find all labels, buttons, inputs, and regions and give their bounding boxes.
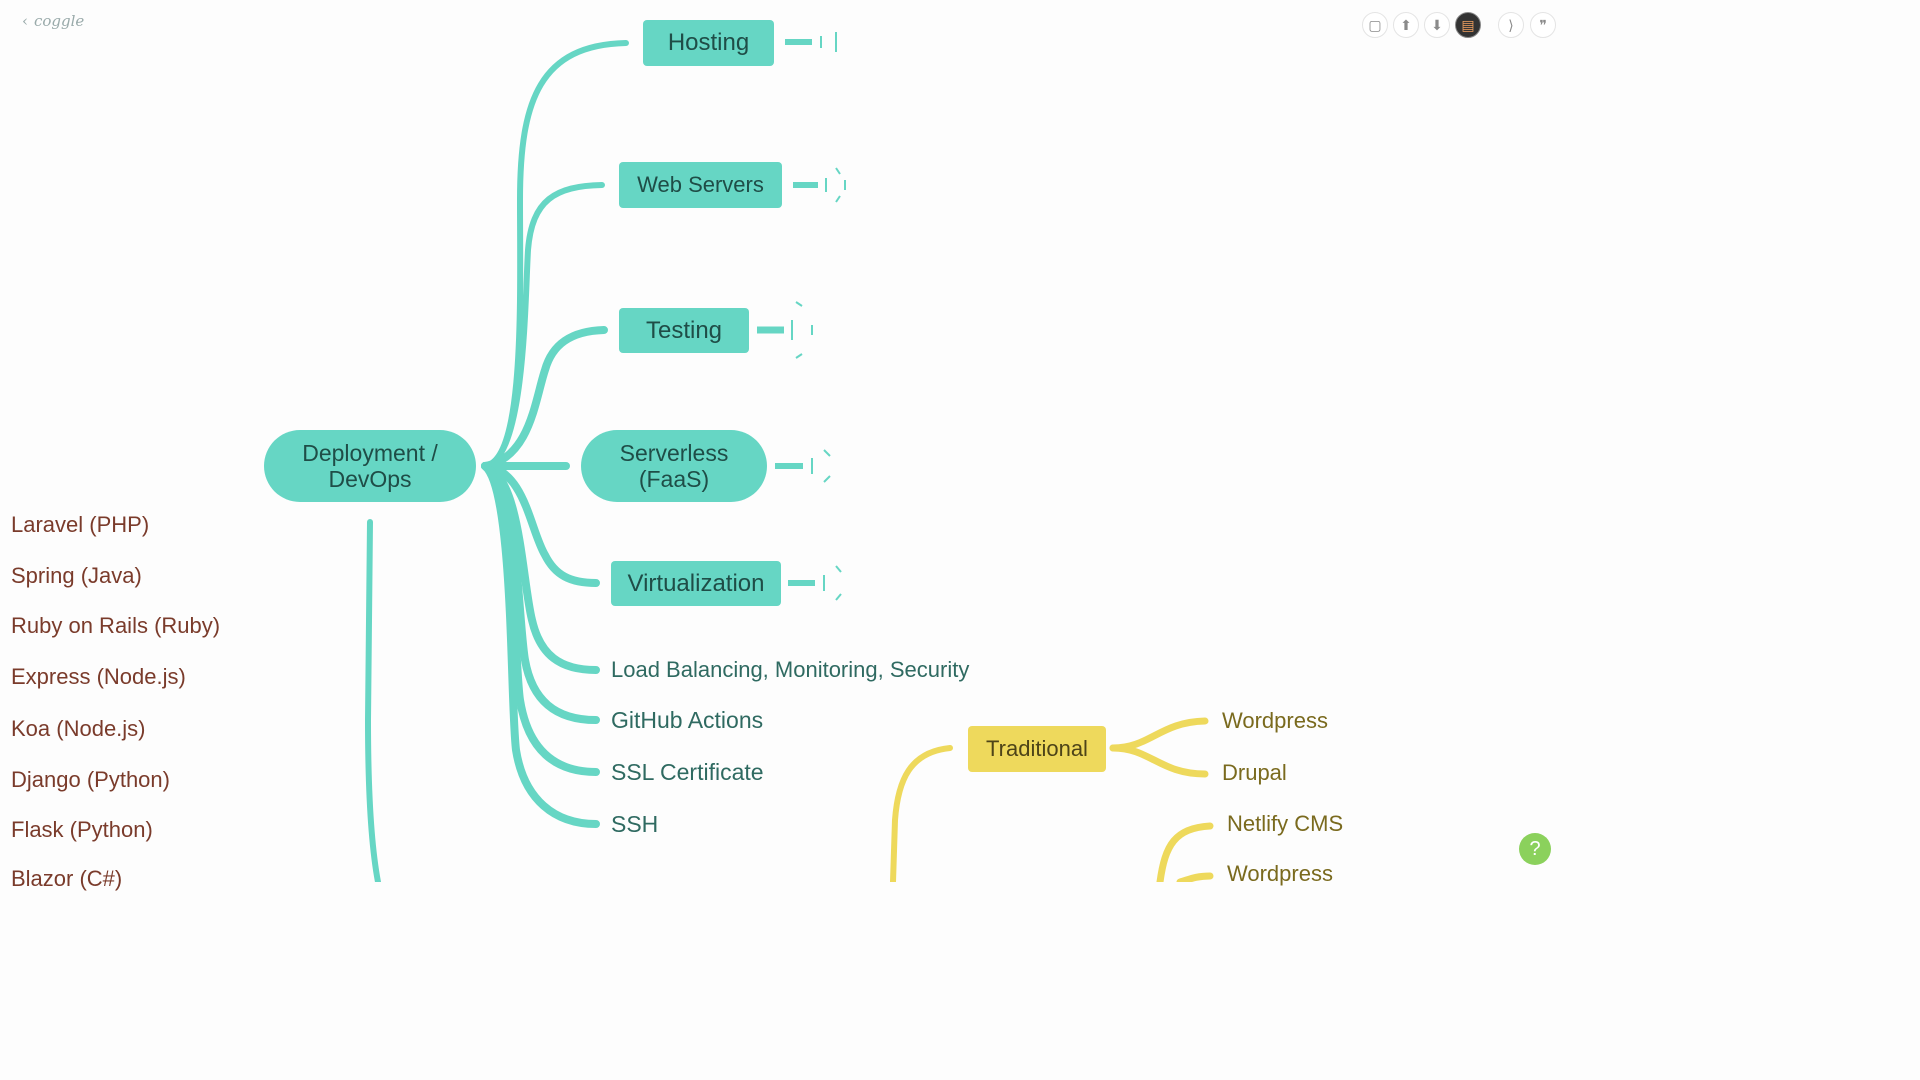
framework-item[interactable]: Blazor (C#)	[11, 866, 123, 891]
upload-icon: ⬆	[1400, 16, 1412, 33]
node-label: Hosting	[667, 29, 750, 56]
node-virtualization[interactable]: Virtualization	[611, 561, 781, 606]
branch-headless-wordpress	[1176, 872, 1214, 882]
present-button[interactable]: ▢	[1362, 12, 1388, 38]
present-icon: ▢	[1368, 16, 1382, 33]
leaf-load-balancing[interactable]: Load Balancing, Monitoring, Security	[611, 657, 970, 682]
framework-item[interactable]: Ruby on Rails (Ruby)	[11, 613, 221, 638]
node-serverless[interactable]: Serverless (FaaS)	[581, 430, 767, 502]
root-label: Deployment / DevOps	[302, 440, 438, 492]
branch-testing	[481, 326, 608, 470]
branch-hosting	[482, 40, 629, 469]
leaf-drupal[interactable]: Drupal	[1222, 760, 1287, 785]
node-label: Traditional	[986, 736, 1088, 761]
comment-icon: ❞	[1539, 16, 1547, 33]
download-icon: ⬇	[1431, 16, 1443, 33]
leaf-netlify-cms[interactable]: Netlify CMS	[1227, 811, 1344, 836]
node-testing[interactable]: Testing	[619, 308, 749, 353]
upload-button[interactable]: ⬆	[1393, 12, 1419, 38]
node-hosting[interactable]: Hosting	[643, 20, 774, 66]
branch-web-servers	[482, 182, 605, 469]
branch-traditional-wordpress	[1109, 717, 1209, 752]
history-button[interactable]: ⟩	[1498, 12, 1524, 38]
branch-ssh	[481, 462, 600, 828]
leaf-ssl-certificate[interactable]: SSL Certificate	[611, 759, 764, 785]
comment-button[interactable]: ❞	[1530, 12, 1556, 38]
root-node[interactable]: Deployment / DevOps	[264, 430, 476, 502]
branch-cms-main	[890, 745, 953, 882]
branch-virtualization	[481, 462, 600, 587]
branch-load-balancing	[481, 462, 600, 674]
help-icon: ?	[1529, 837, 1541, 860]
framework-item[interactable]: Laravel (PHP)	[11, 512, 150, 537]
framework-item[interactable]: Koa (Node.js)	[11, 716, 146, 741]
leaf-wordpress-headless[interactable]: Wordpress	[1227, 861, 1333, 886]
branch-traditional-drupal	[1109, 744, 1209, 778]
logo-text: coggle	[34, 12, 85, 30]
back-chevron-icon: ‹	[22, 12, 28, 30]
avatar-button[interactable]: ▤	[1455, 12, 1481, 38]
node-label: Serverless (FaaS)	[619, 440, 729, 492]
node-label: Virtualization	[627, 569, 765, 597]
framework-item[interactable]: Express (Node.js)	[11, 664, 186, 689]
branch-lines	[364, 32, 1214, 882]
avatar-icon: ▤	[1461, 16, 1475, 33]
help-button[interactable]: ?	[1519, 833, 1551, 865]
node-web-servers[interactable]: Web Servers	[619, 162, 782, 208]
branch-frameworks	[364, 519, 381, 882]
framework-item[interactable]: Flask (Python)	[11, 817, 153, 842]
coggle-logo[interactable]: ‹ coggle	[22, 12, 84, 30]
leaf-ssh[interactable]: SSH	[611, 811, 659, 837]
collapsed-markers	[757, 32, 846, 601]
history-icon: ⟩	[1508, 16, 1514, 33]
leaf-wordpress[interactable]: Wordpress	[1222, 708, 1328, 733]
node-traditional[interactable]: Traditional	[968, 726, 1106, 772]
framework-item[interactable]: Spring (Java)	[11, 563, 142, 588]
branch-headless-netlify	[1156, 822, 1214, 882]
leaf-github-actions[interactable]: GitHub Actions	[611, 707, 764, 733]
node-label: Testing	[645, 316, 723, 344]
node-label: Web Servers	[637, 172, 764, 197]
download-button[interactable]: ⬇	[1424, 12, 1450, 38]
framework-item[interactable]: Django (Python)	[11, 767, 170, 792]
